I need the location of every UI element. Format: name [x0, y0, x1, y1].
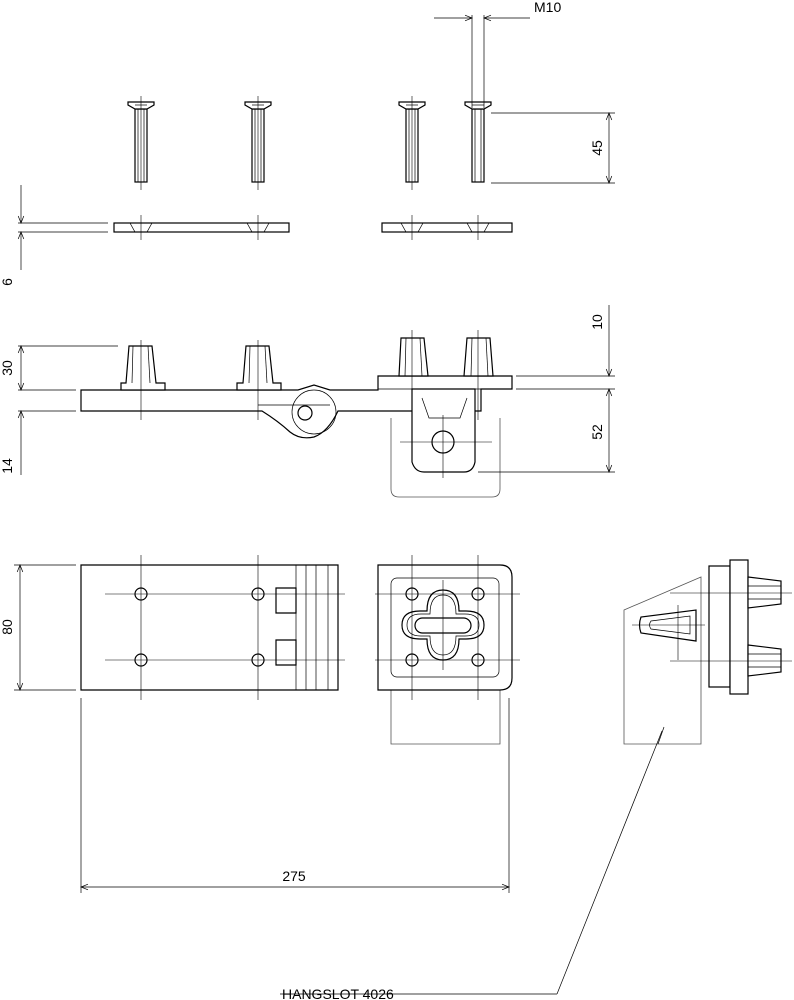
- side-view: [80, 330, 513, 498]
- plate-row: [113, 215, 513, 240]
- dim-10-52: 10 52: [478, 305, 615, 473]
- label-80: 80: [0, 619, 15, 635]
- label-10: 10: [589, 314, 605, 330]
- bolt-4: [464, 101, 492, 183]
- dim-275: 275: [80, 698, 510, 893]
- label-52: 52: [589, 424, 605, 440]
- dim-45: 45: [491, 112, 615, 184]
- dim-30-14: 30 14: [0, 345, 118, 475]
- label-m10: M10: [534, 0, 561, 15]
- callout: HANGSLOT 4026: [280, 726, 665, 1000]
- dim-80: 80: [0, 564, 76, 691]
- label-275: 275: [282, 868, 306, 884]
- label-6: 6: [0, 278, 15, 286]
- bolt-row: [127, 96, 492, 190]
- label-45: 45: [589, 140, 605, 156]
- dim-6: 6: [0, 185, 108, 286]
- callout-label: HANGSLOT 4026: [282, 986, 394, 1000]
- detail-view: [623, 559, 792, 745]
- top-view: [80, 555, 520, 745]
- label-14: 14: [0, 458, 15, 474]
- dim-m10: M10: [434, 0, 561, 108]
- label-30: 30: [0, 360, 15, 376]
